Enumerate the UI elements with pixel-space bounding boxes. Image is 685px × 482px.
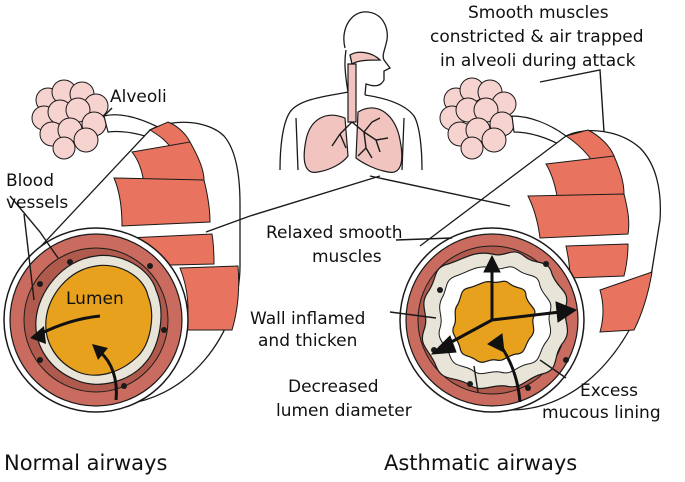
wall-label-1: Wall inflamed xyxy=(250,309,365,329)
cross-section-right xyxy=(399,227,585,413)
blood-vessel-dots-right xyxy=(431,261,569,391)
trachea xyxy=(347,63,357,123)
right-lung xyxy=(303,114,349,173)
normal-airway: Lumen xyxy=(3,79,241,413)
blood-vessels-label-1: Blood xyxy=(6,171,54,191)
constricted-label-2: constricted & air trapped xyxy=(430,27,644,47)
excess-label-1: Excess xyxy=(580,381,638,401)
human-figure xyxy=(279,11,423,171)
blood-vessels-label-2: vessels xyxy=(6,193,68,213)
relaxed-label-2: muscles xyxy=(312,247,382,267)
constricted-label-3: in alveoli during attack xyxy=(440,51,636,71)
lungs xyxy=(303,63,403,173)
excess-label-2: mucous lining xyxy=(542,403,661,423)
alveoli-cluster-right xyxy=(439,77,517,160)
leader-lines xyxy=(9,69,605,393)
airflow-arrow-left-2 xyxy=(98,350,118,401)
constricted-label-1: Smooth muscles xyxy=(468,3,609,23)
alveoli-cluster-left xyxy=(31,79,109,160)
relaxed-label-1: Relaxed smooth xyxy=(266,223,403,243)
asthmatic-airways-title: Asthmatic airways xyxy=(384,451,577,475)
lumen-left xyxy=(45,264,153,376)
wall-label-2: and thicken xyxy=(258,331,357,351)
lumen-label: Lumen xyxy=(66,289,124,309)
muscle-bands-left xyxy=(113,121,240,331)
airflow-arrows-right xyxy=(430,254,578,403)
alveoli-label: Alveoli xyxy=(110,87,167,107)
lumen-right xyxy=(452,280,536,363)
airflow-arrow-left-1 xyxy=(39,314,101,336)
decreased-label-2: lumen diameter xyxy=(276,401,412,421)
asthmatic-airway xyxy=(399,77,662,413)
decreased-label-1: Decreased xyxy=(288,377,379,397)
blood-vessel-dots-left xyxy=(37,259,167,389)
normal-airways-title: Normal airways xyxy=(4,451,167,475)
cross-section-left: Lumen xyxy=(3,227,189,413)
muscle-bands-right xyxy=(527,129,653,333)
bronchi xyxy=(331,117,389,159)
